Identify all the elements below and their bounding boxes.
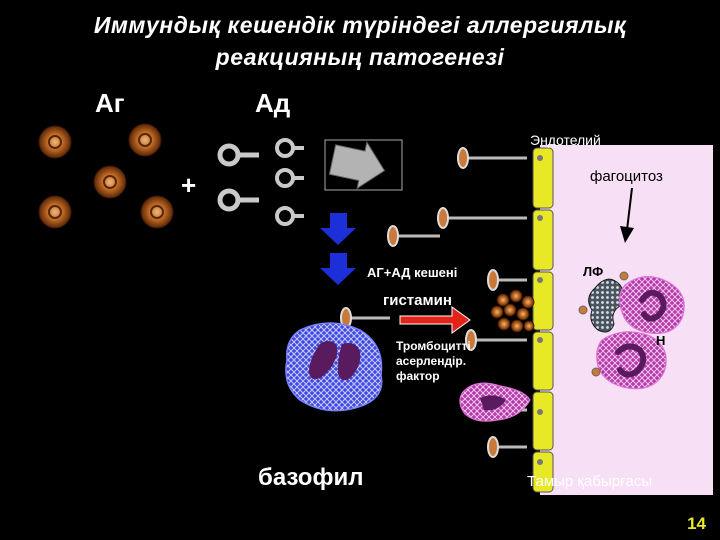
migrating-neutrophil: [459, 382, 531, 422]
antibody-group: [217, 138, 304, 226]
endothelium-label: Эндотелий: [530, 132, 601, 148]
vessel-wall-label: Тамыр қабырғасы: [527, 473, 653, 490]
phagocytosis-label: фагоцитоз: [590, 168, 663, 185]
neutrophil-lower: [591, 331, 667, 390]
phagocytosis-arrow: [620, 187, 634, 243]
antigen-label: Аг: [95, 88, 125, 118]
endothelium-layer: [532, 147, 554, 493]
blue-down-arrows: [320, 213, 356, 285]
histamine-label: гистамин: [383, 292, 452, 309]
basophil-cell: [285, 322, 383, 412]
lymphocyte-label: ЛФ: [583, 264, 604, 279]
lymphocyte-cell: [578, 271, 629, 333]
gray-arrow-box: [324, 139, 403, 191]
basophil-label: базофил: [258, 464, 364, 491]
platelet-factor-label: Тромбоцитті асерлендір. фактор: [396, 339, 471, 383]
neutrophil-upper: [619, 276, 685, 335]
complex-label: АГ+АД кешені: [367, 265, 458, 280]
histamine-arrow: [399, 306, 471, 334]
antibody-label: Ад: [255, 88, 291, 118]
title-line-1: Иммундық кешендік түріндегі аллергиялық: [93, 12, 627, 38]
plus-sign: +: [181, 170, 197, 200]
neutrophil-label: Н: [656, 333, 666, 348]
slide-number: 14: [687, 514, 706, 533]
title-line-2: реакцияның патогенезі: [215, 44, 505, 70]
antigen-group: [38, 123, 174, 229]
platelet-cluster: [490, 289, 535, 333]
